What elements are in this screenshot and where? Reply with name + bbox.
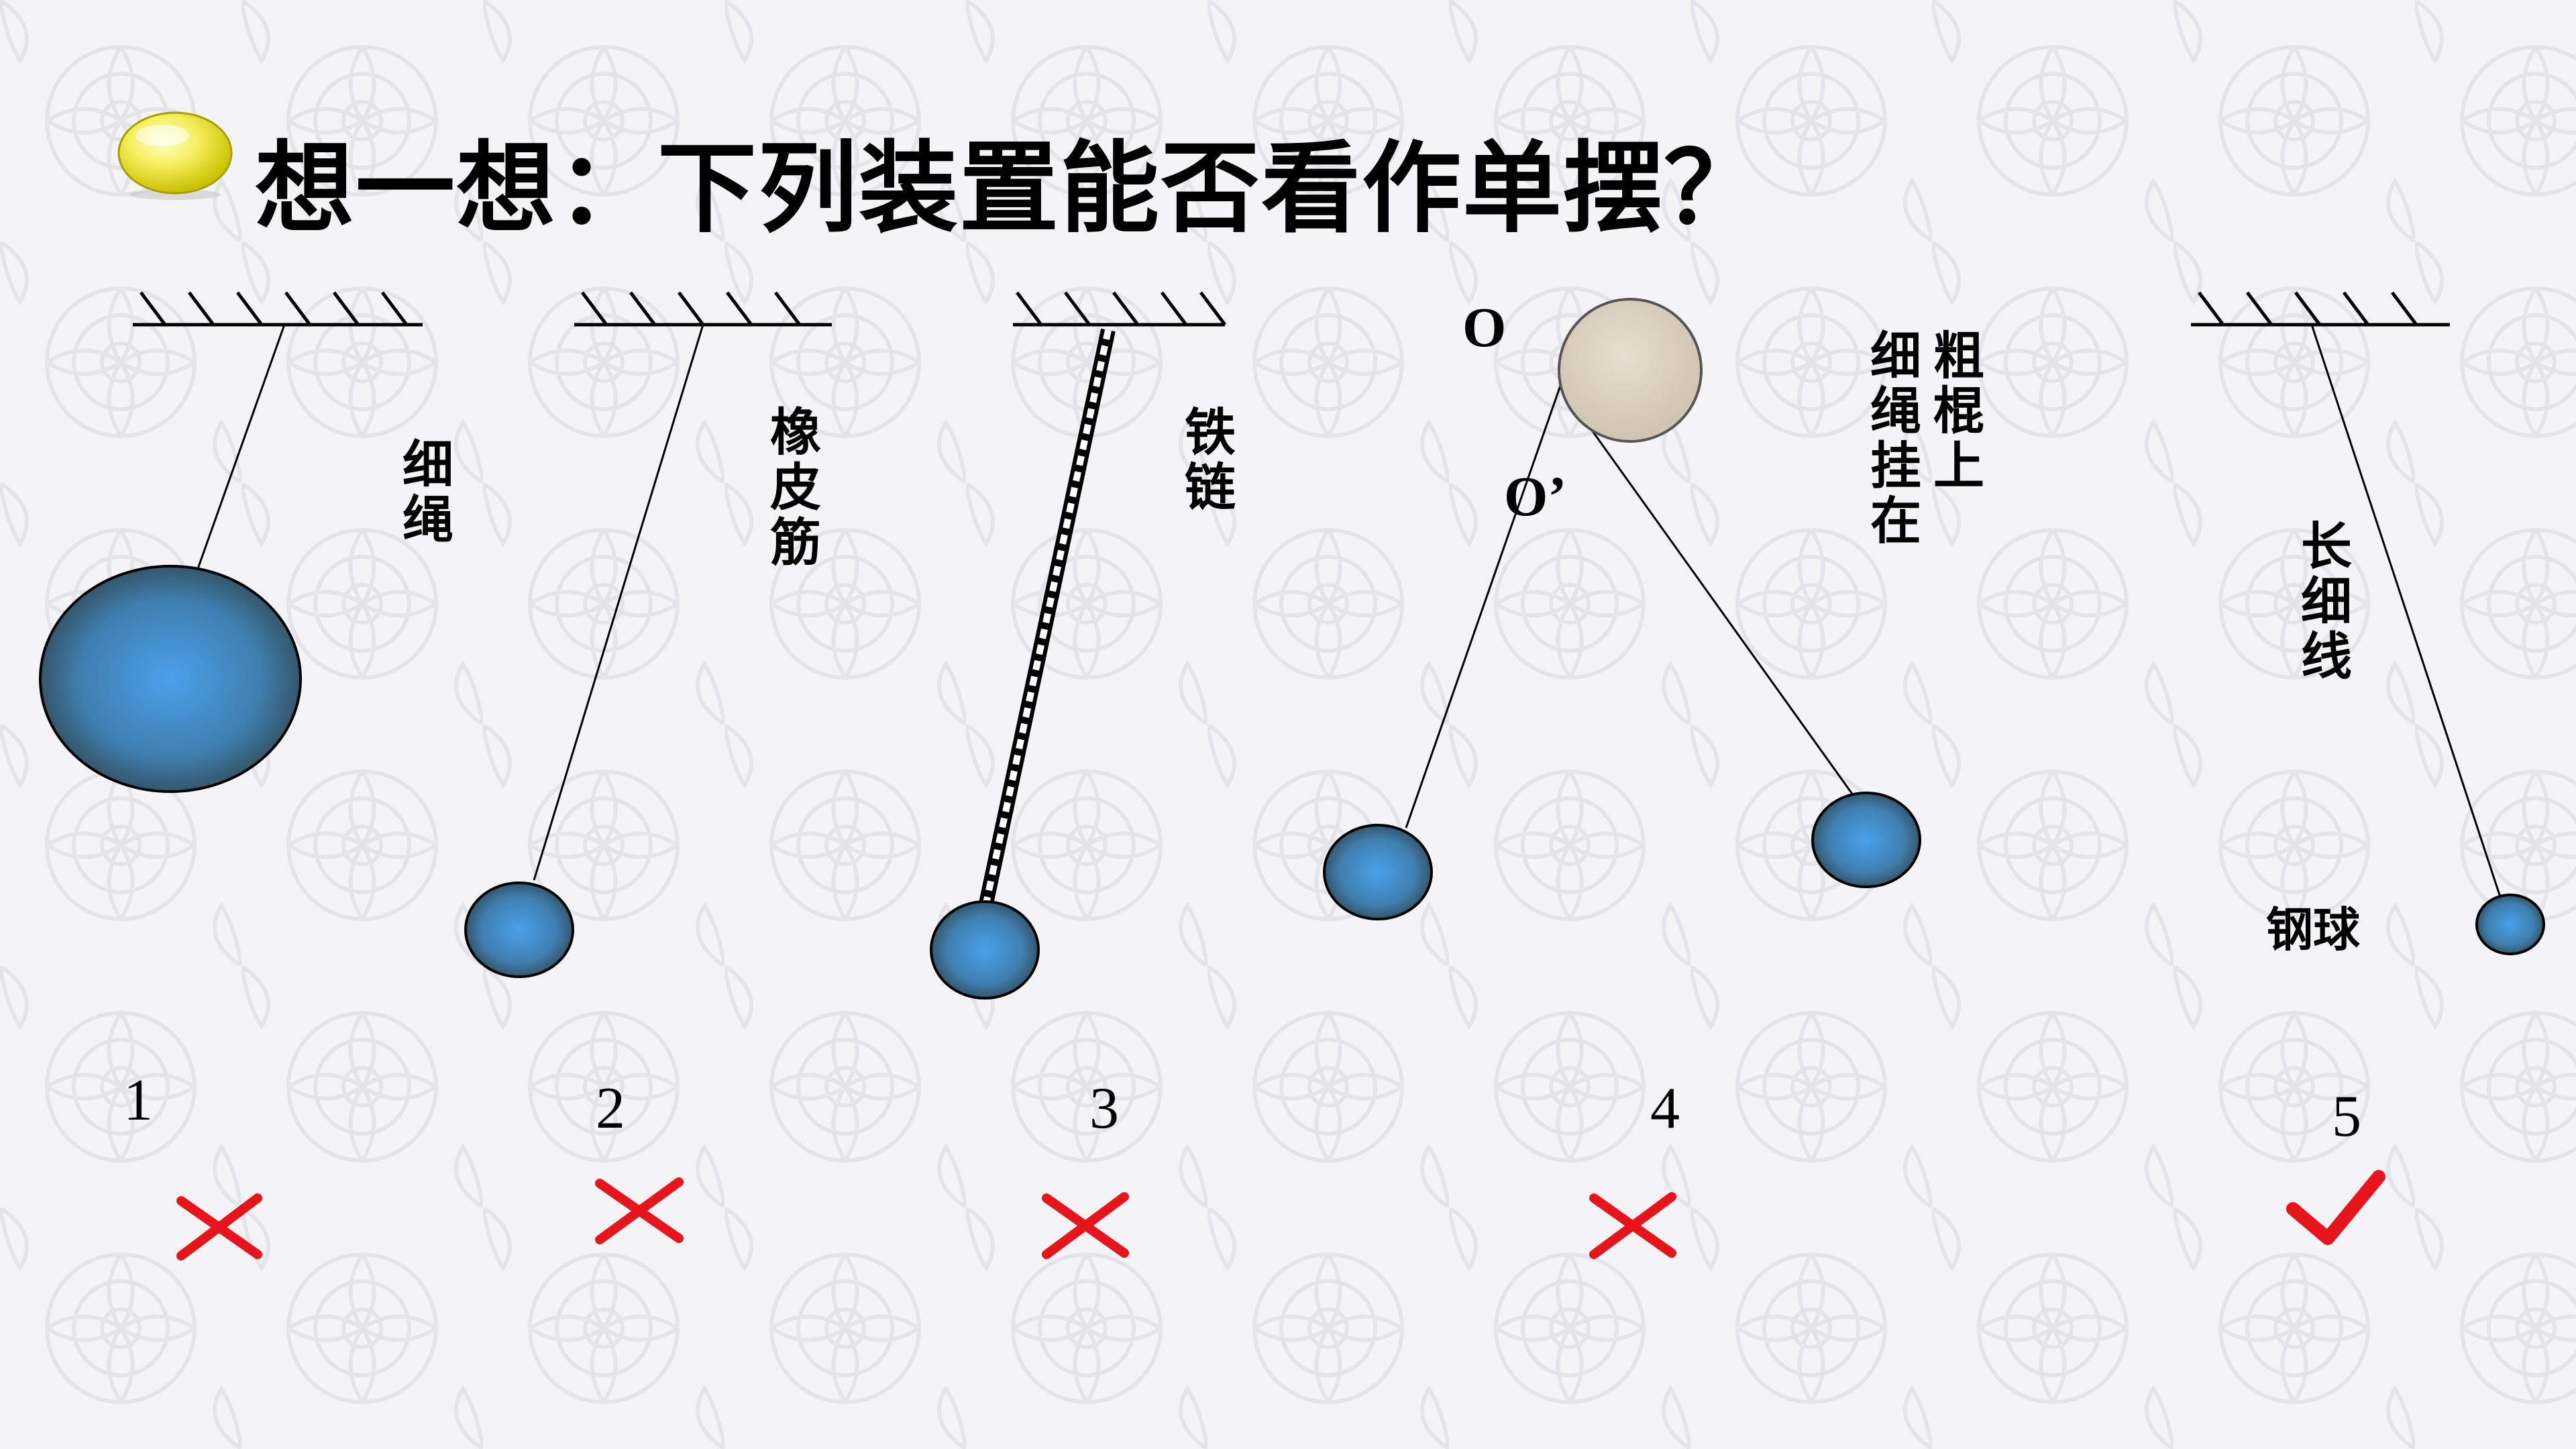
- pendulum-4-thick-rod: [1558, 298, 1703, 443]
- pendulum-2-label: 橡皮筋: [770, 402, 821, 572]
- pendulum-5-correct-icon: [2286, 1170, 2385, 1245]
- pendulum-4-ball-right: [1811, 792, 1921, 888]
- pendulum-3-wrong-icon: [1042, 1192, 1129, 1259]
- pendulum-3-label: 铁链: [1185, 402, 1236, 517]
- pendulum-1-wrong-icon: [176, 1193, 262, 1260]
- pendulum-2-wrong-icon: [595, 1177, 684, 1244]
- pendulum-3-number: 3: [1089, 1076, 1119, 1141]
- pendulum-3-chain: [977, 328, 1116, 912]
- pendulum-2-support: [574, 291, 832, 327]
- pendulum-1-support: [133, 291, 423, 327]
- pendulum-4-ball-left: [1323, 824, 1433, 920]
- slide-title: 想一想：下列装置能否看作单摆？: [255, 131, 1764, 246]
- pendulum-2-rubber-band: [533, 324, 704, 881]
- pendulum-2-number: 2: [596, 1076, 625, 1141]
- pendulum-1-string: [195, 324, 286, 575]
- pendulum-1-number: 1: [123, 1068, 153, 1133]
- pivot-O-label: O: [1462, 297, 1507, 359]
- pendulum-4-label-col1: 细绳挂在: [1870, 326, 1921, 551]
- pendulum-5-ball-label: 钢球: [2266, 902, 2360, 957]
- pendulum-3-ball: [930, 900, 1040, 1000]
- pendulum-4-number: 4: [1650, 1076, 1680, 1141]
- pendulum-4-wrong-icon: [1589, 1192, 1676, 1259]
- pendulum-5-ball: [2475, 894, 2545, 955]
- pendulum-5-thread: [2310, 324, 2504, 904]
- pendulum-4-label-col2: 粗棍上: [1933, 326, 1984, 496]
- pendulum-5-support: [2191, 291, 2450, 327]
- pendulum-1-label: 细绳: [402, 435, 453, 549]
- pendulum-3-support: [1013, 291, 1226, 327]
- pendulum-5-number: 5: [2332, 1084, 2361, 1149]
- pendulum-5-label: 长细线: [2301, 517, 2352, 686]
- pendulum-1-ball: [39, 565, 302, 793]
- pendulum-2-ball: [464, 881, 574, 978]
- yellow-sphere-bullet-icon: [117, 111, 233, 200]
- pivot-O-prime-label: O’: [1504, 466, 1567, 528]
- pendulum-4-strings: [1405, 370, 1860, 828]
